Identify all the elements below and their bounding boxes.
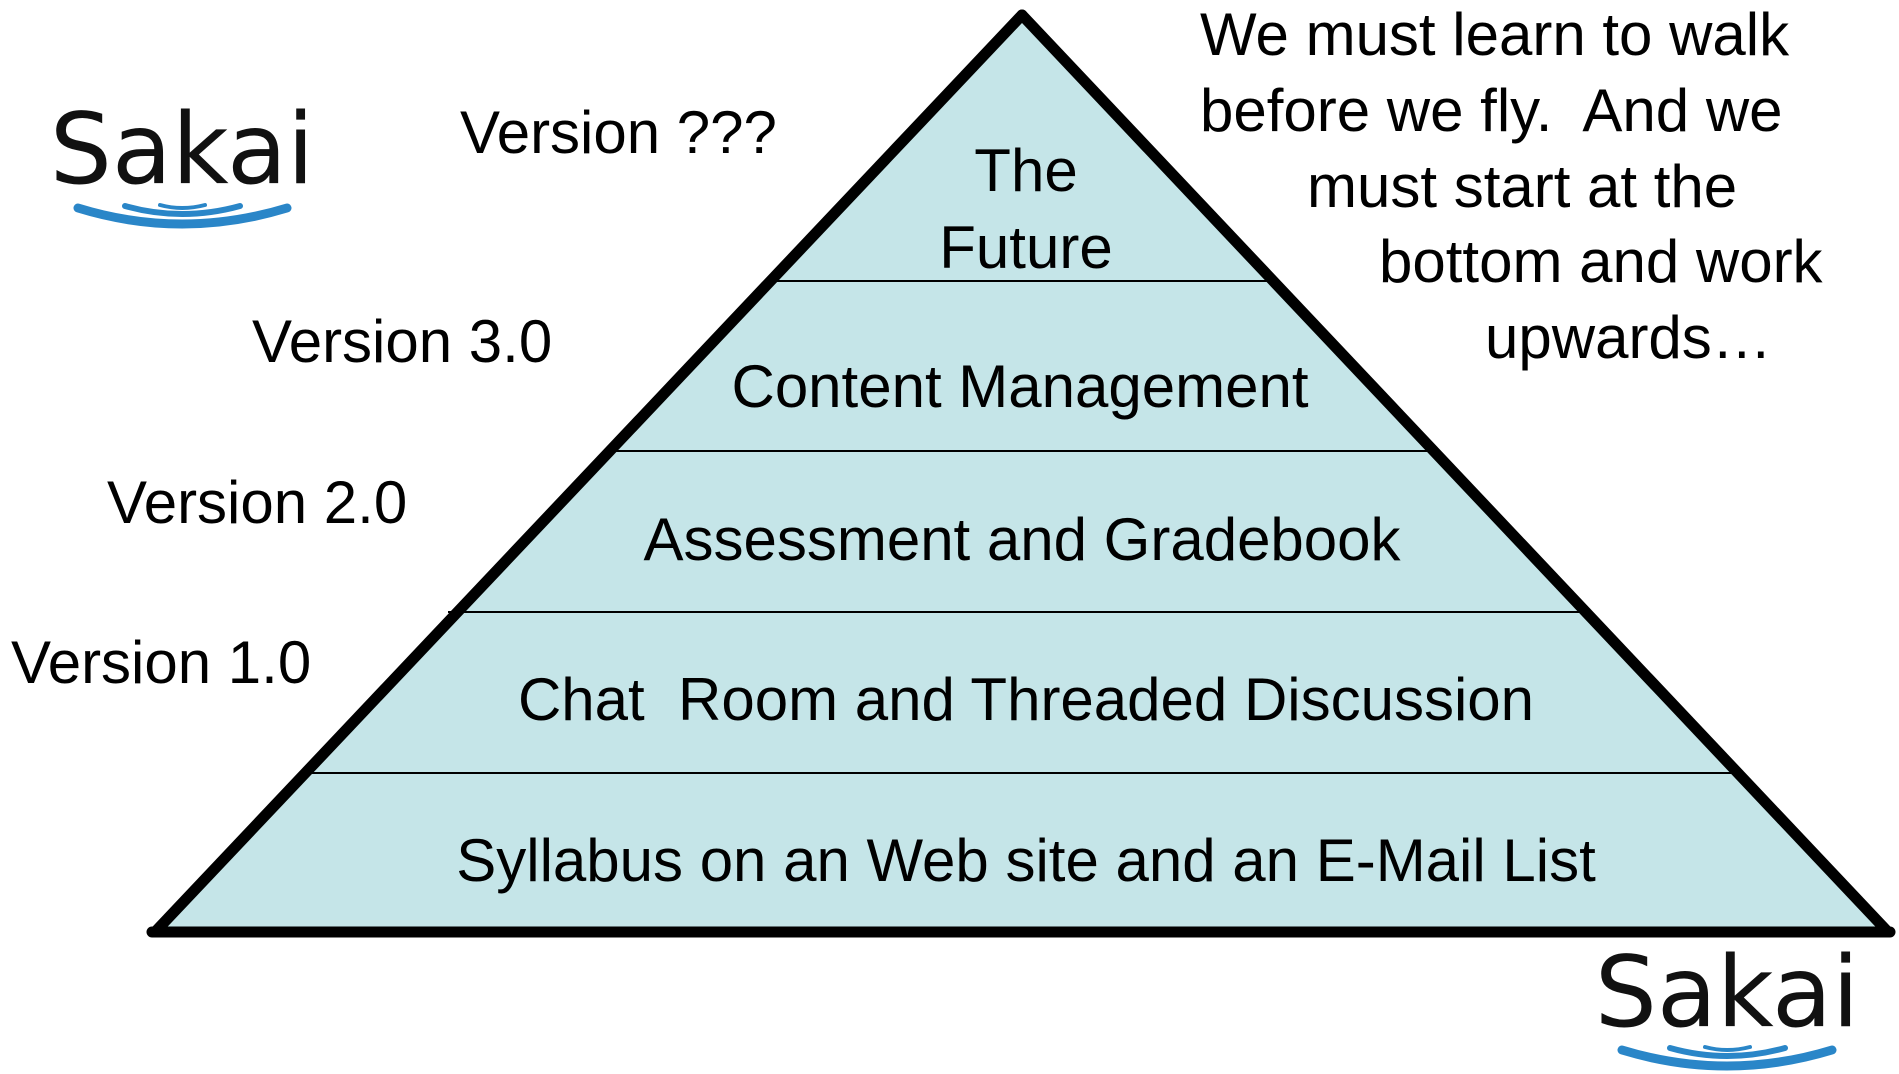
quote-line-4: bottom and work	[1379, 228, 1824, 295]
quote-line-1: We must learn to walk	[1200, 1, 1790, 68]
pyramid-left-edge	[149, 9, 1028, 938]
layer-label-chat-discussion: Chat Room and Threaded Discussion	[518, 666, 1534, 733]
layer-label-future-line1: The	[974, 137, 1077, 204]
sakai-logo-bottom: Sakai	[1595, 936, 1860, 1071]
ripple-icon	[1617, 1045, 1837, 1071]
version-label-3: Version 3.0	[252, 308, 552, 375]
pyramid-right-edge	[1016, 9, 1894, 938]
layer-label-content-management: Content Management	[731, 353, 1308, 420]
quote-line-2: before we fly. And we	[1200, 77, 1783, 144]
layer-label-assessment-gradebook: Assessment and Gradebook	[643, 506, 1401, 573]
version-label-2: Version 2.0	[107, 469, 407, 536]
layer-label-future-line2: Future	[939, 214, 1112, 281]
version-label-1: Version 1.0	[11, 629, 311, 696]
sakai-logo-text: Sakai	[1595, 936, 1860, 1050]
sakai-logo-top: Sakai	[50, 93, 315, 229]
quote-line-5: upwards…	[1485, 304, 1772, 371]
sakai-logo-text: Sakai	[50, 93, 315, 207]
version-label-future: Version ???	[460, 99, 777, 166]
ripple-icon	[73, 203, 292, 229]
quote-line-3: must start at the	[1307, 153, 1737, 220]
pyramid-body	[155, 15, 1886, 930]
layer-label-syllabus-email: Syllabus on an Web site and an E-Mail Li…	[456, 827, 1596, 894]
